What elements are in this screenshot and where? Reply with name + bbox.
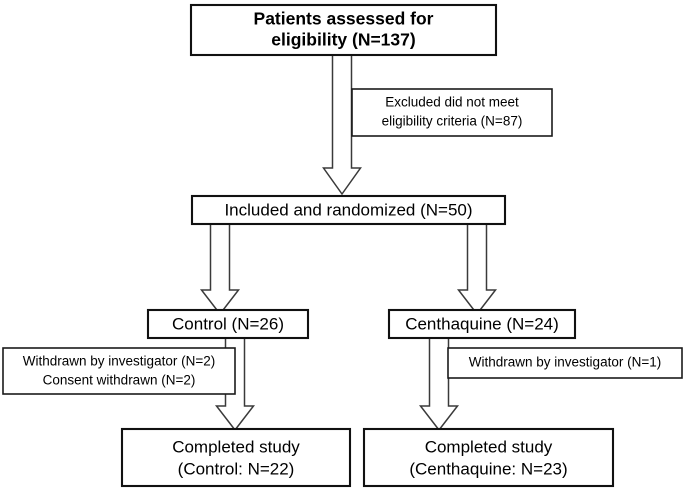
centhaquine-completed-line2: (Centhaquine: N=23)	[409, 459, 567, 478]
excluded-line1: Excluded did not meet	[385, 95, 519, 110]
centhaquine-completed-box: Completed study (Centhaquine: N=23)	[362, 427, 615, 488]
centhaquine-arm-label: Centhaquine (N=24)	[405, 314, 559, 333]
centhaquine-withdrawn-box-frame	[447, 347, 683, 379]
patients-assessed-box-frame	[189, 3, 498, 57]
control-arm-box-frame	[146, 308, 310, 340]
control-withdrawn-box: Withdrawn by investigator (N=2) Consent …	[2, 347, 236, 395]
centhaquine-arm-box-frame	[387, 308, 577, 340]
centhaquine-completed-line1: Completed study	[425, 437, 553, 456]
control-withdrawn-box-frame	[2, 347, 236, 395]
control-arm-label: Control (N=26)	[172, 314, 284, 333]
centhaquine-arm-box: Centhaquine (N=24)	[387, 308, 577, 340]
control-withdrawn-line1: Withdrawn by investigator (N=2)	[23, 354, 215, 369]
arrow-randomized-to-control	[199, 223, 241, 316]
patients-assessed-line2: eligibility (N=137)	[271, 30, 415, 50]
control-completed-box: Completed study (Control: N=22)	[120, 427, 352, 488]
patients-assessed-box: Patients assessed for eligibility (N=137…	[189, 3, 498, 57]
centhaquine-completed-box-frame	[362, 427, 615, 488]
excluded-box-frame	[351, 88, 553, 137]
excluded-line2: eligibility criteria (N=87)	[382, 114, 523, 129]
control-completed-line1: Completed study	[172, 437, 300, 456]
centhaquine-withdrawn-line1: Withdrawn by investigator (N=1)	[469, 355, 661, 370]
control-completed-line2: (Control: N=22)	[178, 459, 295, 478]
control-arm-box: Control (N=26)	[146, 308, 310, 340]
included-randomized-label: Included and randomized (N=50)	[224, 200, 472, 219]
included-randomized-box-frame	[190, 194, 507, 226]
control-withdrawn-line2: Consent withdrawn (N=2)	[43, 373, 196, 388]
arrow-randomized-to-centhaquine	[456, 223, 498, 316]
excluded-box: Excluded did not meet eligibility criter…	[351, 88, 553, 137]
centhaquine-withdrawn-box: Withdrawn by investigator (N=1)	[447, 347, 683, 379]
patients-assessed-line1: Patients assessed for	[254, 9, 434, 29]
included-randomized-box: Included and randomized (N=50)	[190, 194, 507, 226]
control-completed-box-frame	[120, 427, 352, 488]
